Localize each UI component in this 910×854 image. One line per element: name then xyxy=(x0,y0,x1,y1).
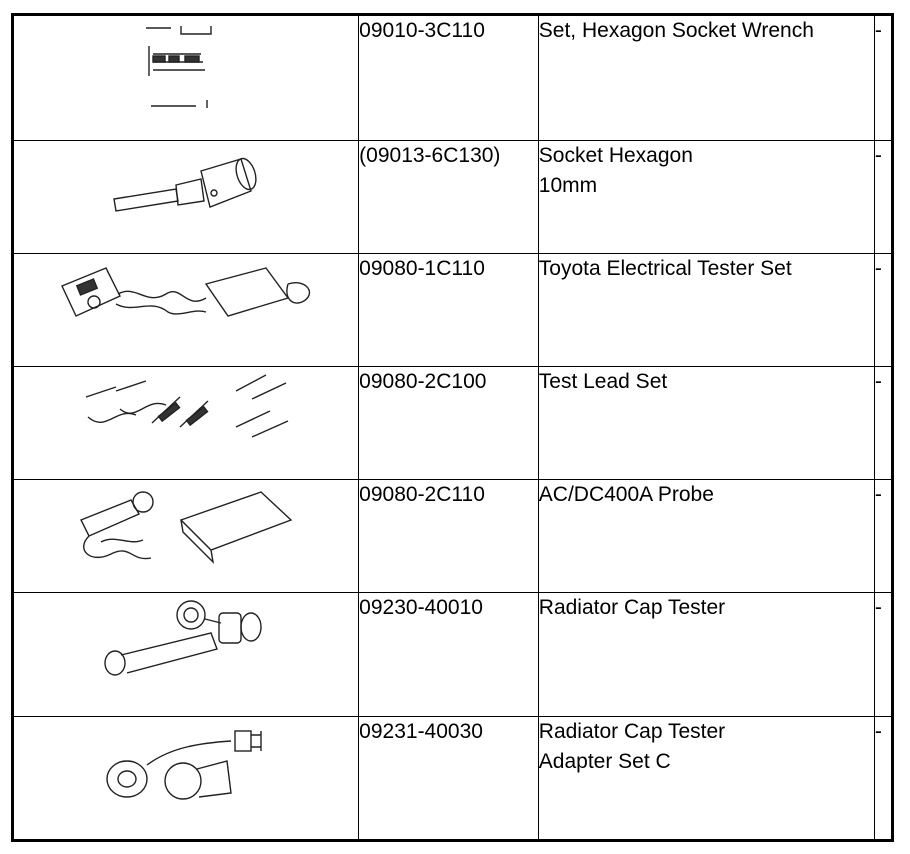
note-cell: - xyxy=(873,592,894,717)
part-number: 09080-1C110 xyxy=(358,253,539,367)
tool-name: Toyota Electrical Tester Set xyxy=(537,253,875,367)
part-number: 09080-2C100 xyxy=(358,366,539,480)
tool-name-line: 10mm xyxy=(538,174,598,197)
tool-name: Socket Hexagon 10mm xyxy=(537,140,875,254)
tool-name-line: Toyota Electrical Tester Set xyxy=(538,257,792,280)
tool-image-cell xyxy=(11,366,360,480)
table-row: 09080-1C110 Toyota Electrical Tester Set… xyxy=(11,253,894,367)
note-cell: - xyxy=(873,716,894,841)
tool-name: Test Lead Set xyxy=(537,366,875,480)
socket-hexagon-icon xyxy=(113,157,257,212)
tool-image-cell xyxy=(11,253,360,367)
note-cell: - xyxy=(873,140,894,254)
tool-image-cell xyxy=(11,479,360,593)
special-tools-table: 09010-3C110 Set, Hexagon Socket Wrench -… xyxy=(11,13,894,842)
table-row: 09080-2C110 AC/DC400A Probe - xyxy=(11,479,894,593)
table-row: 09231-40030 Radiator Cap Tester Adapter … xyxy=(11,716,894,841)
test-lead-set-icon xyxy=(85,374,289,438)
tool-image-cell xyxy=(11,716,360,841)
part-number: 09010-3C110 xyxy=(358,14,539,141)
table-row: 09010-3C110 Set, Hexagon Socket Wrench - xyxy=(11,14,894,141)
electrical-tester-set-icon xyxy=(61,267,311,317)
tool-name-line: Set, Hexagon Socket Wrench xyxy=(538,19,814,42)
note-cell: - xyxy=(873,14,894,141)
part-number: 09231-40030 xyxy=(358,716,539,841)
tool-name-line: AC/DC400A Probe xyxy=(538,483,714,506)
hex-socket-wrench-set-icon xyxy=(146,26,212,108)
tool-image-cell xyxy=(11,592,360,717)
radiator-cap-adapter-set-icon xyxy=(106,730,262,800)
table-row: 09080-2C100 Test Lead Set - xyxy=(11,366,894,480)
current-probe-icon xyxy=(80,491,293,565)
tool-image-cell xyxy=(11,140,360,254)
radiator-cap-tester-icon xyxy=(104,600,262,676)
note-cell: - xyxy=(873,479,894,593)
table-row: (09013-6C130) Socket Hexagon 10mm - xyxy=(11,140,894,254)
part-number: 09080-2C110 xyxy=(358,479,539,593)
part-number: 09230-40010 xyxy=(358,592,539,717)
note-cell: - xyxy=(873,253,894,367)
table-row: 09230-40010 Radiator Cap Tester - xyxy=(11,592,894,717)
note-cell: - xyxy=(873,366,894,480)
tool-name-line: Radiator Cap Tester xyxy=(538,720,726,743)
tool-name: Radiator Cap Tester Adapter Set C xyxy=(537,716,875,841)
tool-name-line: Test Lead Set xyxy=(538,370,668,393)
tool-name: Radiator Cap Tester xyxy=(537,592,875,717)
tool-name-line: Socket Hexagon xyxy=(538,144,693,167)
tool-name-line: Radiator Cap Tester xyxy=(538,596,726,619)
part-number: (09013-6C130) xyxy=(358,140,539,254)
tool-name-line: Adapter Set C xyxy=(538,750,671,773)
tool-name: Set, Hexagon Socket Wrench xyxy=(537,14,875,141)
tool-image-cell xyxy=(11,14,360,141)
tool-name: AC/DC400A Probe xyxy=(537,479,875,593)
